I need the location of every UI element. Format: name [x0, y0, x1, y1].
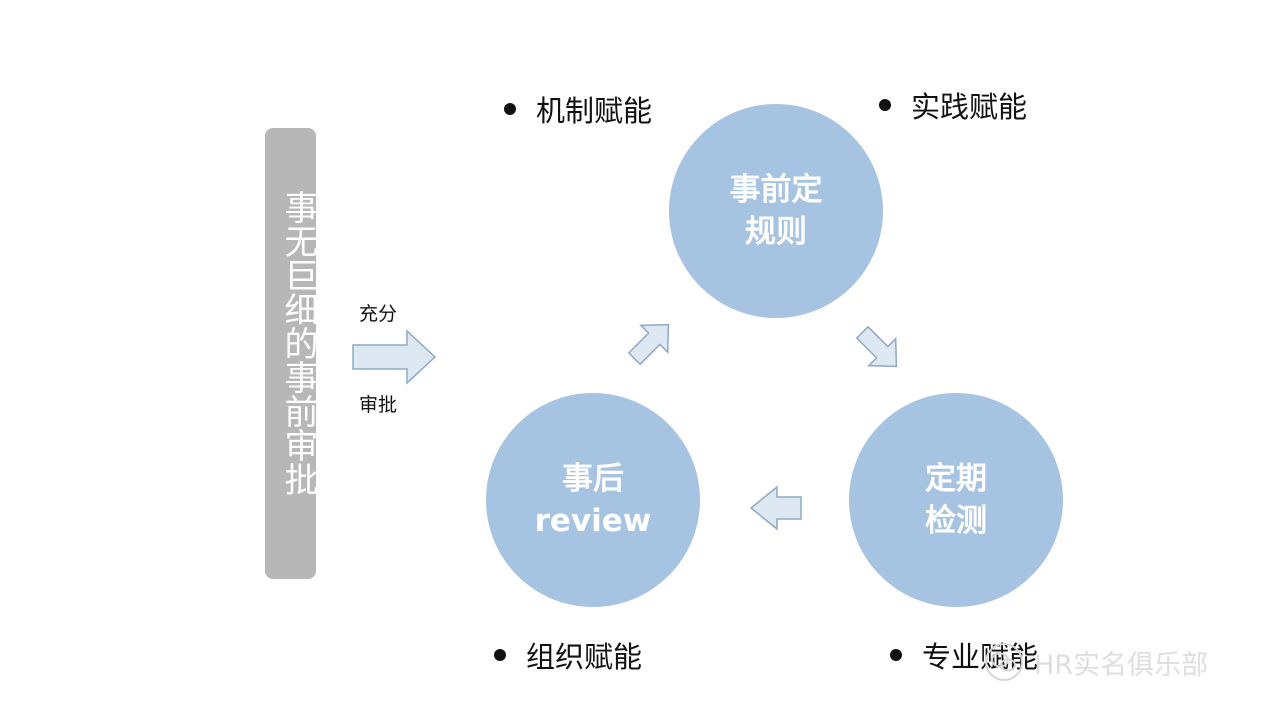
bullet-dot-icon — [494, 649, 506, 661]
sidebar-text: 事无巨细的事前审批 — [278, 190, 318, 496]
connector-top-label: 充分 — [359, 303, 398, 325]
bullet-bottom-right: 专业赋能 — [890, 634, 1038, 676]
right-arrow-icon — [352, 329, 437, 385]
circle-periodic-check-line1: 定期 — [925, 461, 987, 497]
bullet-dot-icon — [504, 103, 516, 115]
bullet-bottom-right-text: 专业赋能 — [922, 640, 1039, 674]
wechat-logo-icon — [985, 643, 1023, 681]
bullet-bottom-left-text: 组织赋能 — [526, 640, 643, 674]
sidebar-bar: 事无巨细的事前审批 — [265, 128, 318, 579]
watermark: HR实名俱乐部 — [984, 640, 1208, 684]
left-arrow-icon — [749, 485, 802, 531]
circle-pre-rules-line2: 规则 — [745, 214, 807, 250]
bullet-dot-icon — [879, 99, 891, 111]
circle-post-review-line2: review — [534, 503, 652, 539]
bullet-top-right: 实践赋能 — [879, 84, 1027, 126]
bullet-top-left: 机制赋能 — [504, 88, 652, 130]
bullet-top-right-text: 实践赋能 — [911, 90, 1028, 124]
down-right-arrow-icon — [855, 325, 898, 368]
watermark-text: HR实名俱乐部 — [1034, 649, 1209, 681]
bullet-dot-icon — [890, 649, 902, 661]
bullet-bottom-left: 组织赋能 — [494, 634, 642, 676]
up-right-arrow-icon — [627, 323, 670, 366]
bullet-top-left-text: 机制赋能 — [536, 94, 653, 128]
circle-post-review-line1: 事后 — [562, 461, 624, 497]
circle-periodic-check: 定期 检测 — [849, 393, 1063, 607]
circle-periodic-check-line2: 检测 — [925, 503, 987, 539]
circle-post-review: 事后 review — [486, 393, 700, 607]
circle-pre-rules: 事前定 规则 — [669, 104, 883, 318]
connector-bottom-label: 审批 — [359, 394, 398, 416]
circle-pre-rules-line1: 事前定 — [729, 172, 823, 208]
